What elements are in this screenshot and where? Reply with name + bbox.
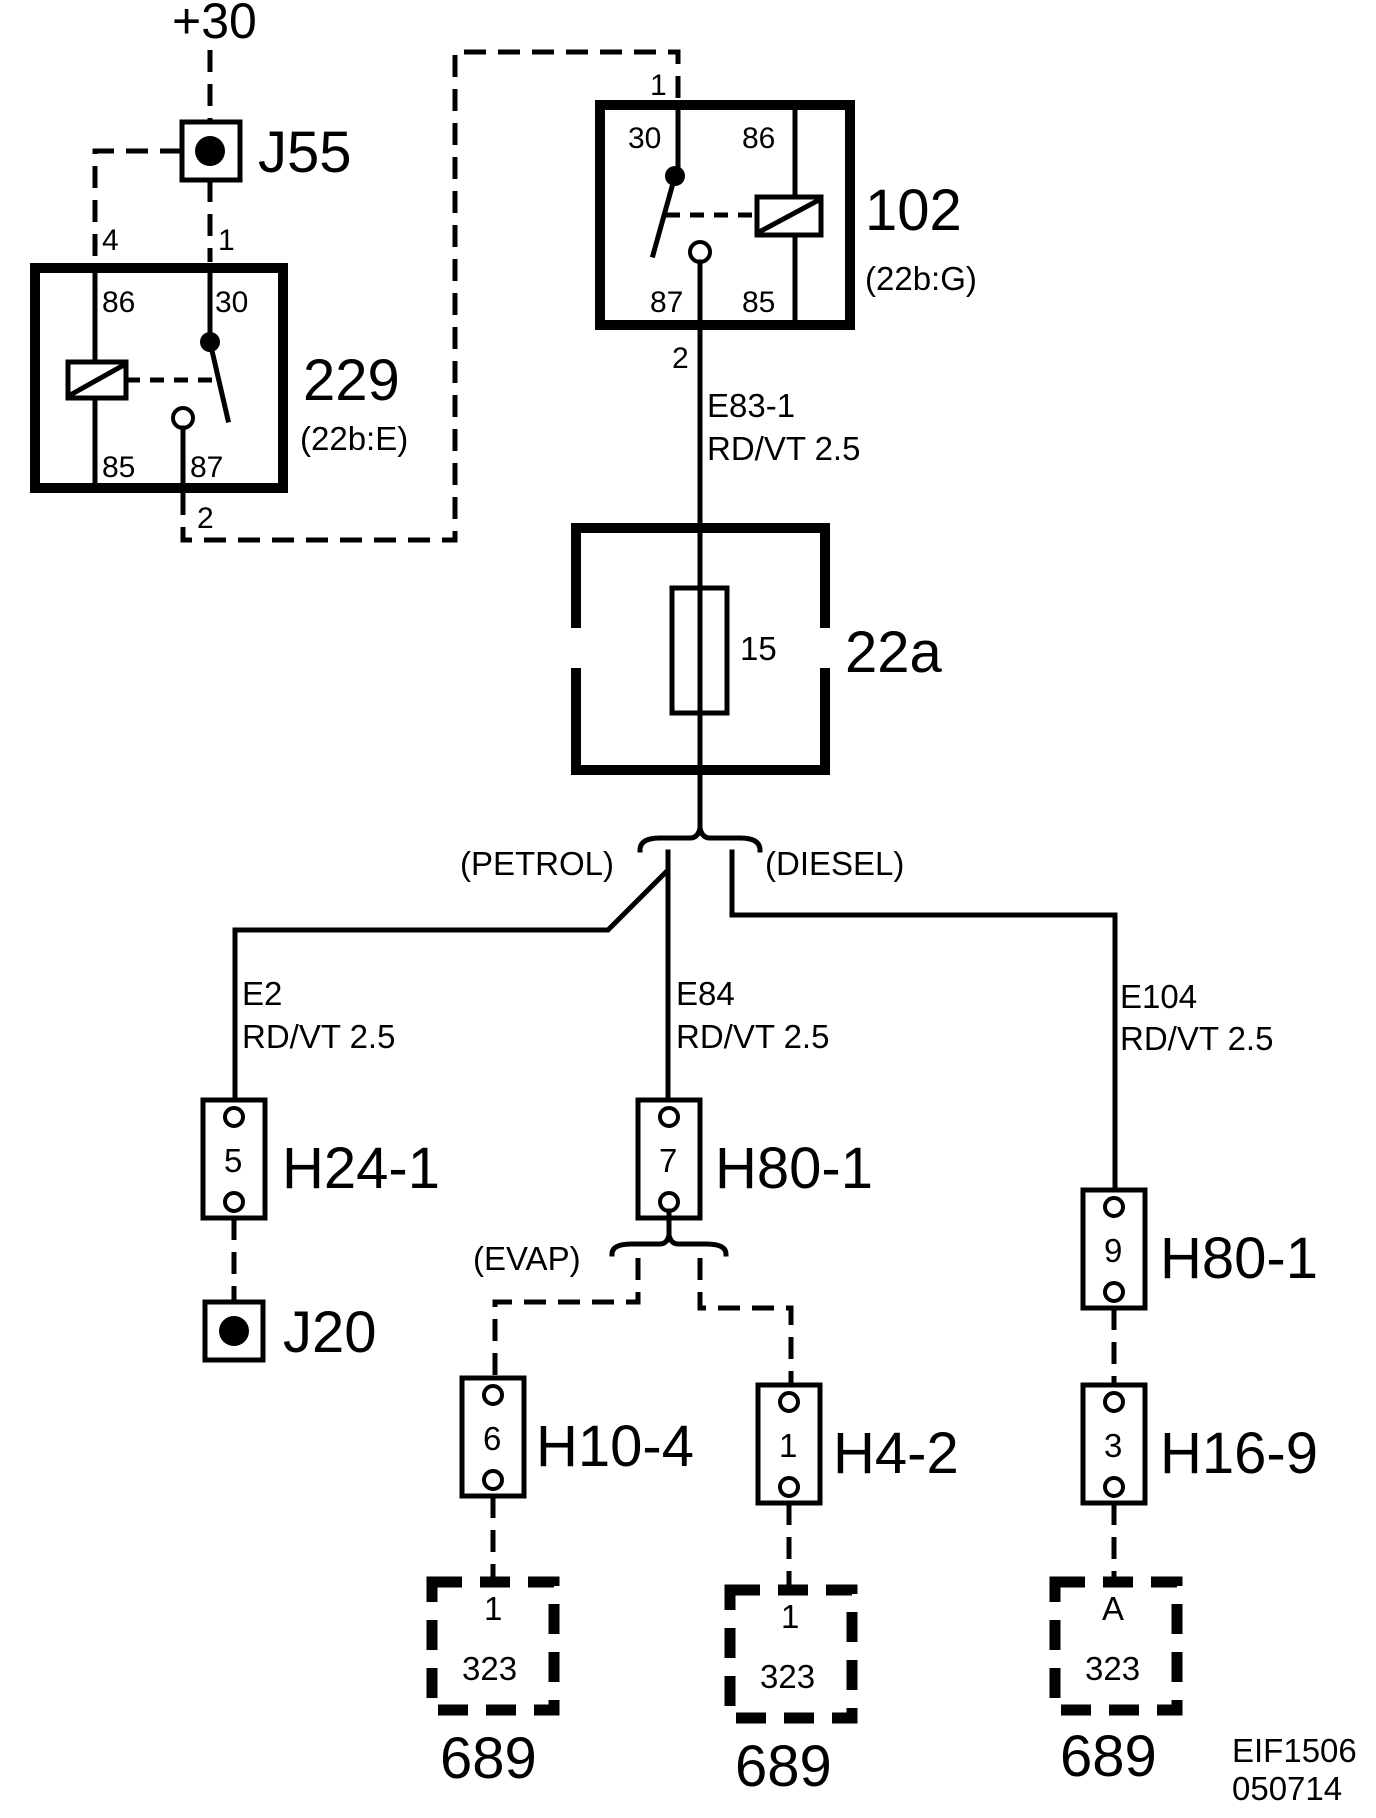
wire-evap-to-h4 — [697, 1258, 794, 1385]
h4-2-label: H4-2 — [833, 1421, 959, 1486]
component-323-3: A 323 — [1049, 1576, 1183, 1716]
evap-label: (EVAP) — [473, 1240, 581, 1277]
relay-229-box — [30, 263, 288, 493]
connector-h80-1-a: 7 — [635, 1097, 703, 1221]
h80-1-a-label: H80-1 — [715, 1136, 873, 1201]
wire-e104 — [729, 849, 1118, 1193]
relay-102-pin30: 30 — [628, 122, 661, 155]
wire-229-to-102 — [180, 49, 681, 543]
connector-h80-1-b: 9 — [1080, 1187, 1148, 1311]
relay-102-terminal-2: 2 — [672, 342, 689, 375]
component-323-1-id: 323 — [462, 1650, 517, 1687]
relay-102-box — [595, 100, 855, 330]
fuse-number: 15 — [740, 630, 777, 667]
doc-date: 050714 — [1232, 1770, 1342, 1807]
component-323-1: 1 323 — [426, 1576, 560, 1716]
h80-1-b-label: H80-1 — [1160, 1226, 1318, 1291]
wire-e2-id: E2 — [242, 975, 282, 1012]
j20-node — [219, 1316, 249, 1346]
wire-e83-1-spec: RD/VT 2.5 — [707, 430, 860, 467]
wire-evap-to-h10 — [492, 1258, 641, 1378]
relay-102-terminal-1: 1 — [650, 69, 667, 102]
h10-4-label: H10-4 — [536, 1414, 694, 1479]
component-323-2: 1 323 — [724, 1584, 858, 1724]
component-689-1-label: 689 — [440, 1726, 537, 1791]
relay-229-pin30: 30 — [215, 286, 248, 319]
supply-label: +30 — [172, 0, 257, 49]
connector-h24-1: 5 — [200, 1097, 268, 1221]
h24-1-label: H24-1 — [282, 1136, 440, 1201]
wire-j55-to-229-pin4 — [92, 148, 182, 262]
h4-2-pin: 1 — [779, 1427, 797, 1464]
relay-229: 86 30 85 87 — [30, 263, 288, 493]
h10-4-pin: 6 — [483, 1420, 501, 1457]
h24-1-pin: 5 — [224, 1142, 242, 1179]
h80-1-b-pin: 9 — [1104, 1232, 1122, 1269]
evap-split-brace — [609, 1234, 729, 1257]
component-323-3-id: 323 — [1085, 1650, 1140, 1687]
connector-h4-2: 1 — [755, 1382, 823, 1506]
relay-102-pin86: 86 — [742, 122, 775, 155]
wire-e2-spec: RD/VT 2.5 — [242, 1018, 395, 1055]
connector-h10-4: 6 — [459, 1375, 527, 1499]
petrol-label: (PETROL) — [460, 845, 614, 882]
component-323-1-pin: 1 — [484, 1590, 502, 1627]
relay-229-terminal-1: 1 — [218, 224, 235, 257]
doc-code: EIF1506 — [1232, 1732, 1357, 1769]
wire-e104-spec: RD/VT 2.5 — [1120, 1020, 1273, 1057]
j55-label: J55 — [258, 120, 352, 185]
h16-9-label: H16-9 — [1160, 1421, 1318, 1486]
component-323-2-pin: 1 — [781, 1598, 799, 1635]
wire-e104-id: E104 — [1120, 978, 1197, 1015]
relay-102-ref: (22b:G) — [865, 260, 977, 297]
component-323-2-id: 323 — [760, 1658, 815, 1695]
component-689-2-label: 689 — [735, 1734, 832, 1799]
relay-229-pin87: 87 — [190, 451, 223, 484]
component-323-3-pin: A — [1102, 1590, 1124, 1627]
diesel-label: (DIESEL) — [765, 845, 904, 882]
relay-229-pin85: 85 — [102, 451, 135, 484]
relay-102-pin87: 87 — [650, 286, 683, 319]
h16-9-pin: 3 — [1104, 1427, 1122, 1464]
relay-229-pin86: 86 — [102, 286, 135, 319]
j55-node — [195, 136, 225, 166]
wire-e2 — [232, 849, 671, 1103]
relay-229-terminal-2: 2 — [197, 502, 214, 535]
wire-e84-spec: RD/VT 2.5 — [676, 1018, 829, 1055]
relay-229-ref: (22b:E) — [300, 420, 408, 457]
connector-h16-9: 3 — [1080, 1382, 1148, 1506]
relay-102-label: 102 — [865, 178, 962, 243]
relay-229-label: 229 — [303, 348, 400, 413]
relay-229-terminal-4: 4 — [102, 224, 119, 257]
relay-102: 30 86 87 85 — [595, 100, 855, 330]
wire-e83-1-id: E83-1 — [707, 387, 795, 424]
j20-label: J20 — [283, 1300, 377, 1365]
component-689-3-label: 689 — [1060, 1724, 1157, 1789]
wire-e84-id: E84 — [676, 975, 735, 1012]
relay-102-pin85: 85 — [742, 286, 775, 319]
h80-1-a-pin: 7 — [659, 1142, 677, 1179]
variant-split-brace — [637, 827, 763, 853]
fuse-box-label: 22a — [845, 620, 943, 685]
